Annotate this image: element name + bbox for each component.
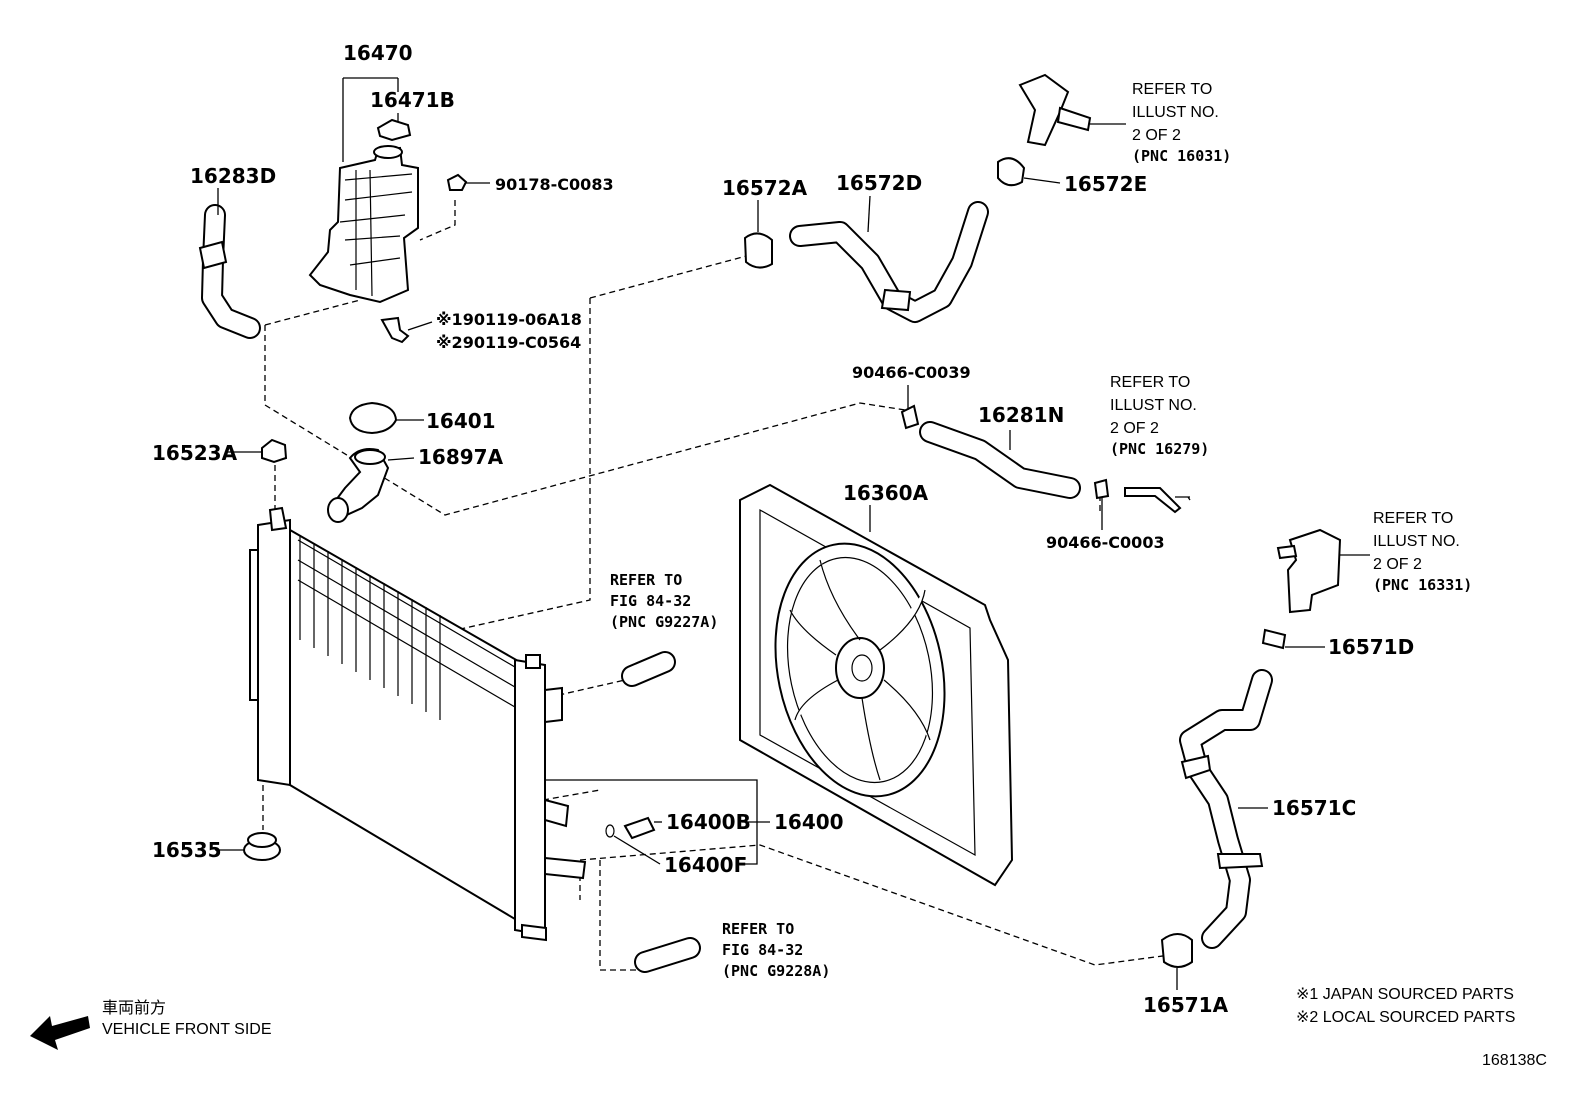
label-16571a: 16571A <box>1143 993 1229 1017</box>
refer-block-g9227a: REFER TO FIG 84-32 (PNC G9227A) <box>610 571 718 631</box>
label-90466-c0003: 90466-C0003 <box>1046 533 1165 552</box>
clamp-90466-c0039[interactable] <box>900 404 920 430</box>
svg-text:2 OF 2: 2 OF 2 <box>1110 420 1159 437</box>
label-16470: 16470 <box>343 41 413 65</box>
svg-text:(PNC 16031): (PNC 16031) <box>1132 147 1231 165</box>
pipe-16279[interactable] <box>1124 487 1182 514</box>
svg-text:REFER TO: REFER TO <box>610 571 682 589</box>
svg-text:FIG 84-32: FIG 84-32 <box>722 941 803 959</box>
refer-block-16331: REFER TO ILLUST NO. 2 OF 2 (PNC 16331) <box>1373 510 1472 594</box>
outlet-16031[interactable] <box>1018 73 1092 147</box>
label-90466-c0039: 90466-C0039 <box>852 363 971 382</box>
refer-block-16031: REFER TO ILLUST NO. 2 OF 2 (PNC 16031) <box>1132 81 1231 165</box>
label-16523a: 16523A <box>152 441 238 465</box>
label-16281n: 16281N <box>978 403 1064 427</box>
leader-lines <box>215 77 1370 990</box>
label-16400b: 16400B <box>666 810 751 834</box>
drawing-number: 168138C <box>1482 1052 1547 1069</box>
lower-hose-16571c[interactable] <box>1179 669 1273 949</box>
svg-text:ILLUST NO.: ILLUST NO. <box>1132 104 1219 121</box>
svg-text:※2 LOCAL SOURCED PARTS: ※2 LOCAL SOURCED PARTS <box>1296 1009 1515 1026</box>
svg-text:車両前方: 車両前方 <box>102 999 166 1017</box>
label-16572a: 16572A <box>722 176 808 200</box>
svg-text:FIG 84-32: FIG 84-32 <box>610 592 691 610</box>
svg-text:(PNC 16279): (PNC 16279) <box>1110 440 1209 458</box>
bolt-90119[interactable] <box>380 316 410 344</box>
drain-plug-16523a[interactable] <box>261 438 288 464</box>
clamp-16572a[interactable] <box>743 232 773 269</box>
refer-block-16279: REFER TO ILLUST NO. 2 OF 2 (PNC 16279) <box>1110 374 1209 458</box>
oring-16400f[interactable] <box>605 824 615 838</box>
label-16571d: 16571D <box>1328 635 1414 659</box>
label-16360a: 16360A <box>843 481 929 505</box>
label-16535: 16535 <box>152 838 222 862</box>
sensor-16571d[interactable] <box>1261 628 1287 650</box>
radiator-cap[interactable] <box>348 401 398 435</box>
svg-text:REFER TO: REFER TO <box>1132 81 1212 98</box>
vehicle-front-side-indicator: 車両前方 VEHICLE FRONT SIDE <box>102 999 272 1038</box>
svg-text:REFER TO: REFER TO <box>722 920 794 938</box>
part-labels: 16470 16471B 16283D 90178-C0083 ※190119-… <box>152 41 1547 1069</box>
hose-16283d[interactable] <box>198 204 261 339</box>
clamp-16571a[interactable] <box>1160 933 1193 968</box>
clamp-90466-c0003[interactable] <box>1093 478 1110 500</box>
label-16283d: 16283D <box>190 164 276 188</box>
label-16401: 16401 <box>426 409 496 433</box>
svg-text:REFER TO: REFER TO <box>1110 374 1190 391</box>
refer-block-g9228a: REFER TO FIG 84-32 (PNC G9228A) <box>722 920 830 980</box>
label-90119-b: ※290119-C0564 <box>436 333 581 352</box>
reservoir-tank[interactable] <box>308 145 419 304</box>
label-16400f: 16400F <box>664 853 747 877</box>
arrow-left-icon <box>30 1016 90 1050</box>
clamp-16572e[interactable] <box>997 157 1026 187</box>
svg-text:※1 JAPAN SOURCED PARTS: ※1 JAPAN SOURCED PARTS <box>1296 986 1514 1003</box>
svg-text:2 OF 2: 2 OF 2 <box>1373 556 1422 573</box>
label-16571c: 16571C <box>1272 796 1356 820</box>
svg-text:2 OF 2: 2 OF 2 <box>1132 127 1181 144</box>
sourcing-notes: ※1 JAPAN SOURCED PARTS ※2 LOCAL SOURCED … <box>1296 986 1515 1026</box>
label-16400: 16400 <box>774 810 844 834</box>
svg-text:REFER TO: REFER TO <box>1373 510 1453 527</box>
clip-90178[interactable] <box>446 173 468 191</box>
water-inlet-16331[interactable] <box>1276 528 1342 614</box>
pipe-g9227a[interactable] <box>621 651 676 687</box>
label-16897a: 16897A <box>418 445 504 469</box>
svg-text:(PNC G9227A): (PNC G9227A) <box>610 613 718 631</box>
label-16572d: 16572D <box>836 171 922 195</box>
svg-text:ILLUST NO.: ILLUST NO. <box>1373 533 1460 550</box>
drain-cock-16400b[interactable] <box>623 816 656 840</box>
upper-hose-16572d[interactable] <box>789 201 989 323</box>
radiator-assembly[interactable] <box>249 506 587 942</box>
filler-neck[interactable] <box>327 448 390 523</box>
label-16471b: 16471B <box>370 88 455 112</box>
svg-text:VEHICLE FRONT SIDE: VEHICLE FRONT SIDE <box>102 1021 272 1038</box>
reservoir-cap[interactable] <box>376 118 412 142</box>
plug-16535[interactable] <box>243 832 281 861</box>
label-90178: 90178-C0083 <box>495 175 614 194</box>
svg-text:(PNC G9228A): (PNC G9228A) <box>722 962 830 980</box>
label-90119-a: ※190119-06A18 <box>436 310 582 329</box>
hose-16281n[interactable] <box>919 421 1081 499</box>
svg-text:(PNC 16331): (PNC 16331) <box>1373 576 1472 594</box>
label-16572e: 16572E <box>1064 172 1147 196</box>
fan-shroud-16360a[interactable] <box>739 483 1014 887</box>
pipe-g9228a[interactable] <box>634 937 701 973</box>
svg-text:ILLUST NO.: ILLUST NO. <box>1110 397 1197 414</box>
